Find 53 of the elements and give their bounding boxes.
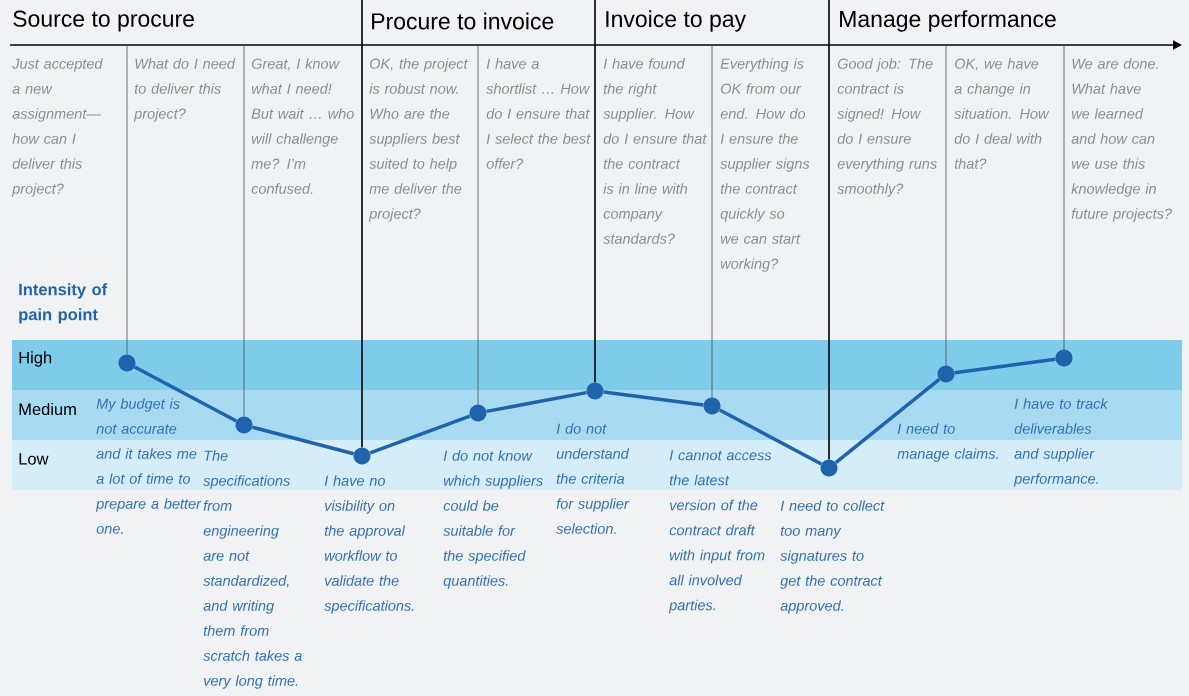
pain-point-text: I cannot access the latest version of the contract draft with input from all involved parties. (668, 450, 772, 614)
column-line (828, 0, 830, 461)
column-line (126, 44, 128, 355)
data-point (1055, 349, 1073, 367)
data-point (586, 382, 604, 400)
data-point (937, 365, 955, 383)
pain-point-text: I need to collect too many signatures to get the contract approved. (780, 500, 885, 614)
trend-line (486, 390, 587, 414)
thought-text: I have a shortlist … How do I ensure that I select the best offer? (486, 58, 591, 169)
pain-point-text: I have no visibility on the approval workflow to validate the specifications. (324, 475, 414, 614)
axis-title: Intensity of pain point (19, 283, 108, 324)
trend-line (954, 357, 1056, 375)
trend-line (251, 425, 355, 456)
column-line (711, 44, 713, 398)
trend-line (133, 365, 238, 423)
pain-point-text: I need to manage claims. (897, 423, 998, 462)
column-line (1063, 44, 1065, 350)
data-point (235, 416, 253, 434)
phase-heading: Procure to invoice (372, 12, 554, 30)
trend-line (603, 390, 704, 407)
phase-heading: Manage performance (840, 10, 1056, 32)
level-label: High (19, 351, 52, 367)
thought-text: Just accepted a new assignment—how can I deliver this project? (11, 58, 103, 197)
column-line (243, 44, 245, 417)
column-line (594, 0, 596, 384)
thought-text: Great, I know what I need! But wait … who will challenge me? I’m confused. (251, 58, 354, 194)
thought-text: We are done. What have we learned and how can we use this knowledge in future projects? (1071, 58, 1172, 222)
pain-point-text: I do not know which suppliers could be suitable for the specified quantities. (443, 450, 543, 589)
trend-line (834, 378, 941, 464)
data-point (469, 404, 487, 422)
level-label: Medium (19, 402, 76, 416)
column-line (361, 0, 363, 449)
data-point (118, 354, 136, 372)
pain-point-text: My budget is not accurate and it takes me a lot of time to prepare a better one. (95, 398, 202, 534)
phase-heading: Invoice to pay (606, 10, 747, 32)
data-point (703, 397, 721, 415)
phase-heading: Source to procure (13, 10, 194, 32)
thought-text: I have found the right supplier. How do I ensure that the contract is in line with company standards? (603, 58, 707, 244)
trend-line (369, 414, 471, 455)
thought-text: OK, the project is robust now. Who are the suppliers best suited to help me deliver the project? (368, 58, 468, 222)
data-point (820, 459, 838, 477)
thought-text: OK, we have a change in situation. How do I deal with that? (954, 58, 1050, 169)
column-line (477, 44, 479, 405)
pain-point-text: I do not understand the criteria for supplier selection. (556, 423, 630, 534)
thought-text: Everything is OK from our end. How do I ensure the supplier signs the contract quickly so we can start working? (720, 58, 810, 272)
trend-line (718, 408, 823, 466)
column-line (945, 44, 947, 366)
level-label: Low (19, 453, 49, 465)
thought-text: Good job: The contract is signed! How do I ensure everything runs smoothly? (837, 58, 937, 197)
pain-point-text: The specifications from engineering are not standardized, and writing them from scratch takes a very long time. (203, 450, 302, 689)
pain-point-text: I have to track deliverables and supplier performance. (1013, 398, 1109, 487)
data-point (353, 447, 371, 465)
thought-text: What do I need to deliver this project? (133, 58, 236, 122)
